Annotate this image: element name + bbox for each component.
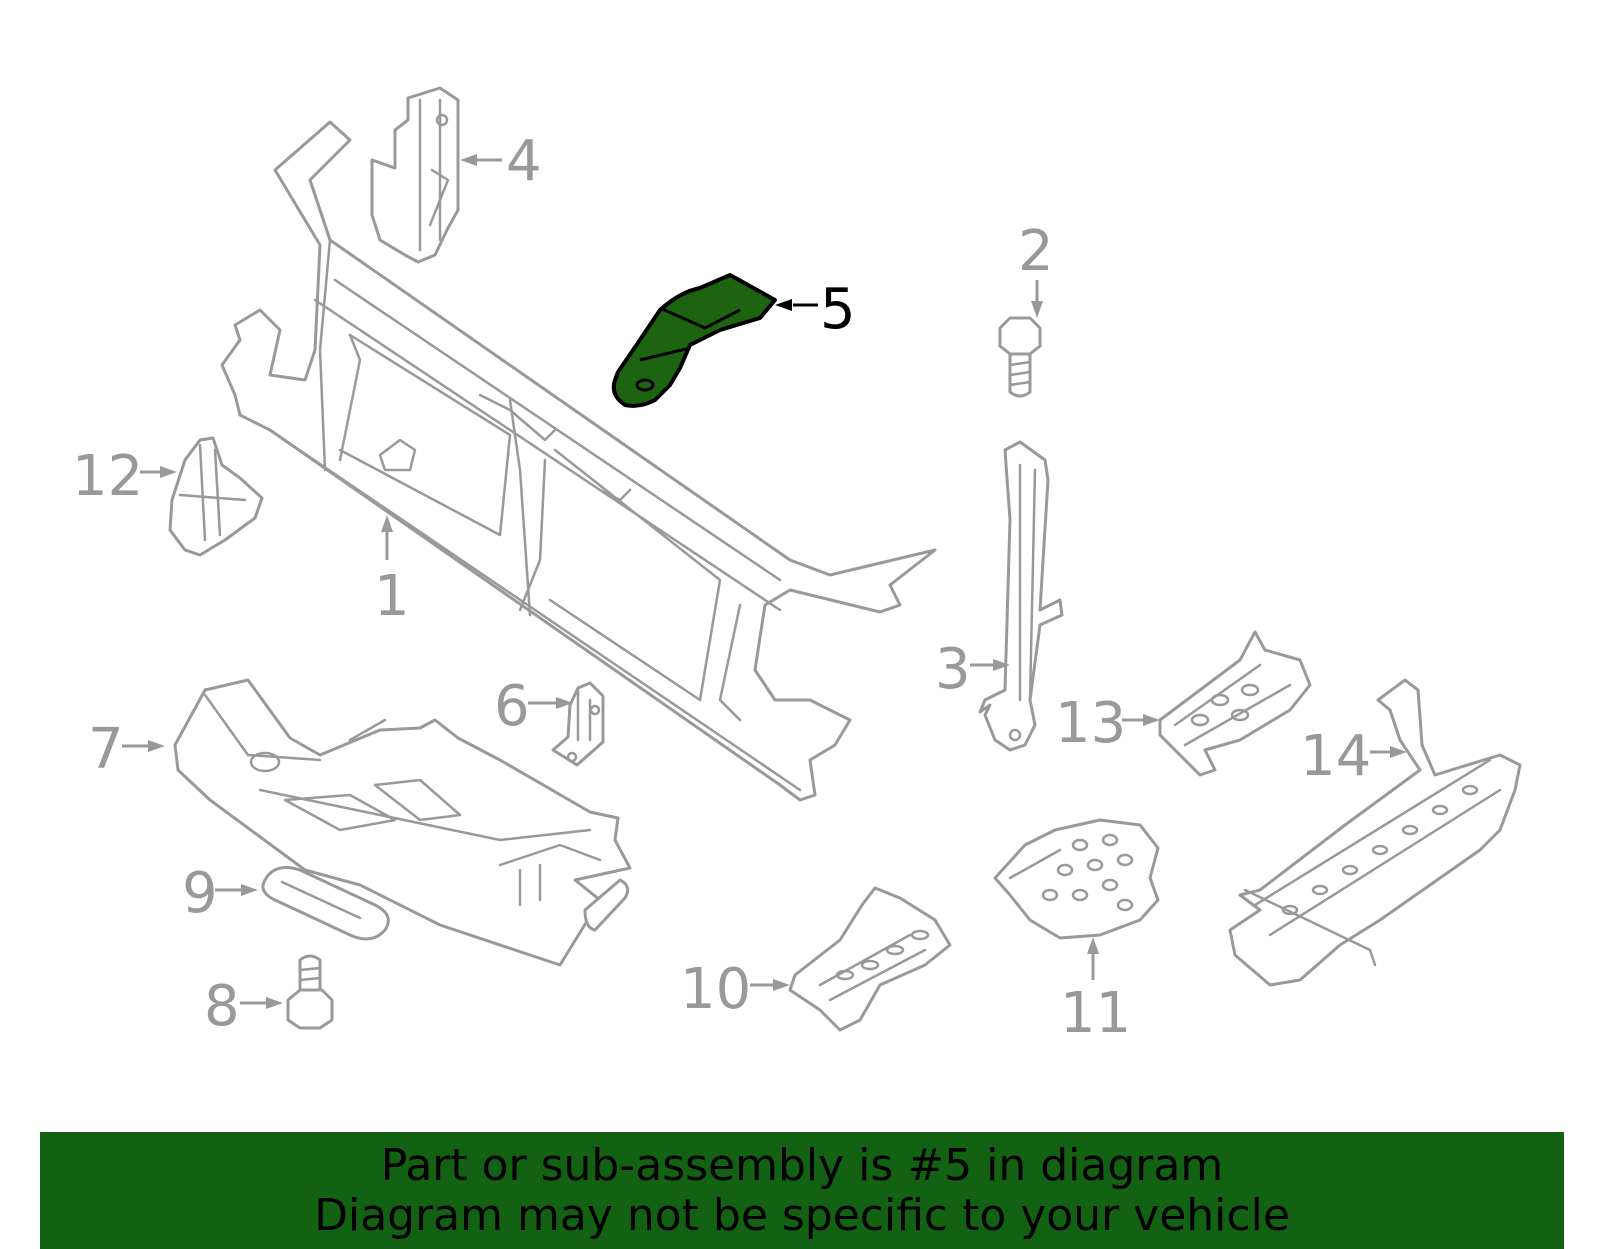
part-14-rail[interactable] xyxy=(1228,678,1522,987)
callout-1: 1 xyxy=(374,564,410,629)
part-6-small-bracket[interactable] xyxy=(551,681,605,767)
callout-8: 8 xyxy=(204,974,240,1039)
part-10-bracket[interactable] xyxy=(788,886,952,1032)
part-9-seal[interactable] xyxy=(261,866,390,941)
callout-6: 6 xyxy=(494,674,530,739)
callout-14: 14 xyxy=(1300,724,1371,789)
callout-11: 11 xyxy=(1060,981,1131,1046)
part-8-bolt[interactable] xyxy=(286,954,334,1030)
banner-line-2: Diagram may not be specific to your vehi… xyxy=(314,1189,1290,1241)
callout-2: 2 xyxy=(1018,219,1054,284)
banner-line-1: Part or sub-assembly is #5 in diagram xyxy=(380,1139,1224,1191)
part-13-bracket[interactable] xyxy=(1158,630,1312,777)
leader-lines xyxy=(122,154,1407,1009)
part-1-core-support[interactable] xyxy=(220,120,937,802)
callout-9: 9 xyxy=(182,861,218,926)
callout-5: 5 xyxy=(820,277,856,342)
part-4-bracket[interactable] xyxy=(370,86,460,264)
part-12-duct[interactable] xyxy=(168,436,264,557)
callout-4: 4 xyxy=(506,129,542,194)
part-3-vertical-support[interactable] xyxy=(978,440,1064,752)
callout-13: 13 xyxy=(1055,691,1126,756)
callout-7: 7 xyxy=(88,717,124,782)
info-banner: Part or sub-assembly is #5 in diagram Di… xyxy=(40,1132,1564,1249)
callout-12: 12 xyxy=(72,444,143,509)
part-11-panel[interactable] xyxy=(993,818,1160,940)
callout-10: 10 xyxy=(680,957,751,1022)
callout-labels: 1 2 3 4 5 6 7 8 9 10 11 12 13 14 xyxy=(72,129,1371,1046)
part-7-undercover[interactable] xyxy=(173,678,632,967)
part-2-bolt[interactable] xyxy=(998,316,1042,398)
callout-3: 3 xyxy=(935,637,971,702)
part-5-bracket-highlighted[interactable] xyxy=(611,273,777,408)
